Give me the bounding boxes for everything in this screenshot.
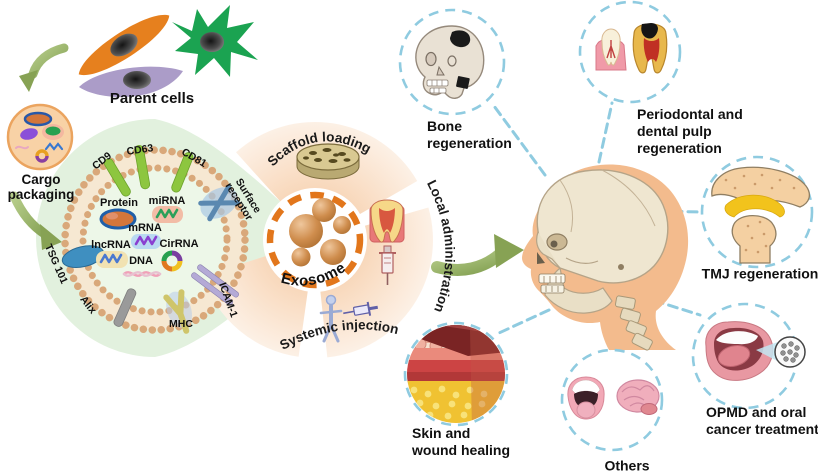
connector-periodontal bbox=[597, 101, 614, 164]
periodontal-line2: dental pulp bbox=[637, 123, 712, 139]
parent-cell-orange bbox=[78, 14, 170, 76]
skin-wound-icon bbox=[407, 325, 505, 423]
protein-cargo-icon bbox=[99, 208, 137, 230]
mhc-protein bbox=[163, 289, 193, 334]
mirna-icon bbox=[152, 206, 183, 223]
opmd-label: OPMD and oral cancer treatment bbox=[706, 404, 818, 438]
opmd-line2: cancer treatment bbox=[706, 421, 818, 437]
nanoparticles bbox=[780, 341, 800, 363]
cd63-protein bbox=[134, 144, 151, 190]
cargo-packaging-line2: packaging bbox=[7, 187, 75, 202]
periodontal-line3: regeneration bbox=[637, 140, 722, 156]
bone-line1: Bone bbox=[427, 118, 462, 134]
syringe-icon bbox=[379, 245, 396, 285]
systemic-syringe-icon bbox=[343, 301, 379, 316]
cd81-protein bbox=[171, 152, 194, 193]
oral-cancer-icon bbox=[705, 321, 806, 381]
tooth-injection-icon bbox=[369, 199, 405, 285]
local-sector bbox=[320, 207, 433, 358]
surface-receptor-protein bbox=[198, 184, 240, 222]
arrow-cargo-to-exosome bbox=[9, 191, 62, 250]
skin-wound-label: Skin and wound healing bbox=[412, 425, 510, 459]
dna-icon bbox=[122, 271, 162, 277]
skin-line1: Skin and bbox=[412, 425, 471, 441]
cirrna-icon bbox=[161, 250, 183, 272]
human-figure-icon bbox=[319, 294, 343, 343]
lncrna-icon bbox=[96, 251, 128, 268]
cargo-ring-icon bbox=[35, 149, 49, 163]
head-illustration bbox=[522, 164, 689, 351]
brain-icon bbox=[616, 379, 660, 415]
skull-profile bbox=[536, 169, 669, 351]
periodontal-line1: Periodontal and bbox=[637, 106, 743, 122]
mrna-icon bbox=[131, 234, 161, 249]
parent-cell-green bbox=[172, 5, 258, 77]
exosome-core bbox=[263, 188, 367, 292]
tmj-joint-icon bbox=[711, 166, 811, 264]
connector-bone bbox=[492, 104, 547, 177]
alix-protein bbox=[113, 288, 137, 327]
parent-cells-illustration bbox=[78, 5, 258, 97]
cirrna-label: CirRNA bbox=[159, 238, 199, 250]
scaffold-icon bbox=[296, 143, 360, 180]
skull-defect-icon bbox=[415, 25, 485, 99]
periodontal-label: Periodontal and dental pulp regeneration bbox=[637, 106, 743, 157]
opmd-line1: OPMD and oral bbox=[706, 404, 807, 420]
periodontal-teeth-icon bbox=[595, 23, 668, 74]
bone-line2: regeneration bbox=[427, 135, 512, 151]
exosome-membrane bbox=[61, 144, 249, 334]
cd9-protein bbox=[104, 158, 131, 197]
parent-cells-label: Parent cells bbox=[109, 90, 195, 107]
dna-label: DNA bbox=[129, 255, 153, 267]
exosome-particles bbox=[289, 198, 351, 267]
mirna-label: miRNA bbox=[148, 195, 186, 207]
parent-cell-purple bbox=[79, 66, 183, 97]
bone-speckles bbox=[724, 173, 796, 254]
cargo-packaging-illustration bbox=[6, 103, 74, 171]
protein-label: Protein bbox=[100, 197, 138, 209]
bone-regeneration-label: Bone regeneration bbox=[427, 118, 512, 152]
arrow-exosome-to-head bbox=[431, 234, 524, 276]
mhc-label: MHC bbox=[169, 318, 193, 330]
mrna-label: mRNA bbox=[128, 222, 162, 234]
lncrna-label: lncRNA bbox=[91, 239, 131, 251]
others-label: Others bbox=[604, 457, 650, 474]
cargo-packaging-label: Cargo packaging bbox=[8, 172, 75, 202]
others-circle bbox=[560, 348, 664, 452]
arrow-cells-to-cargo bbox=[19, 43, 69, 92]
tmj-regeneration-label: TMJ regeneration bbox=[701, 265, 818, 282]
cervical-vertebrae bbox=[614, 295, 653, 351]
icam1-protein bbox=[191, 264, 239, 306]
cargo-packaging-line1: Cargo bbox=[21, 172, 61, 187]
skin-line2: wound healing bbox=[412, 442, 510, 458]
connector-skin bbox=[497, 308, 551, 335]
mouth-icon bbox=[567, 376, 605, 420]
